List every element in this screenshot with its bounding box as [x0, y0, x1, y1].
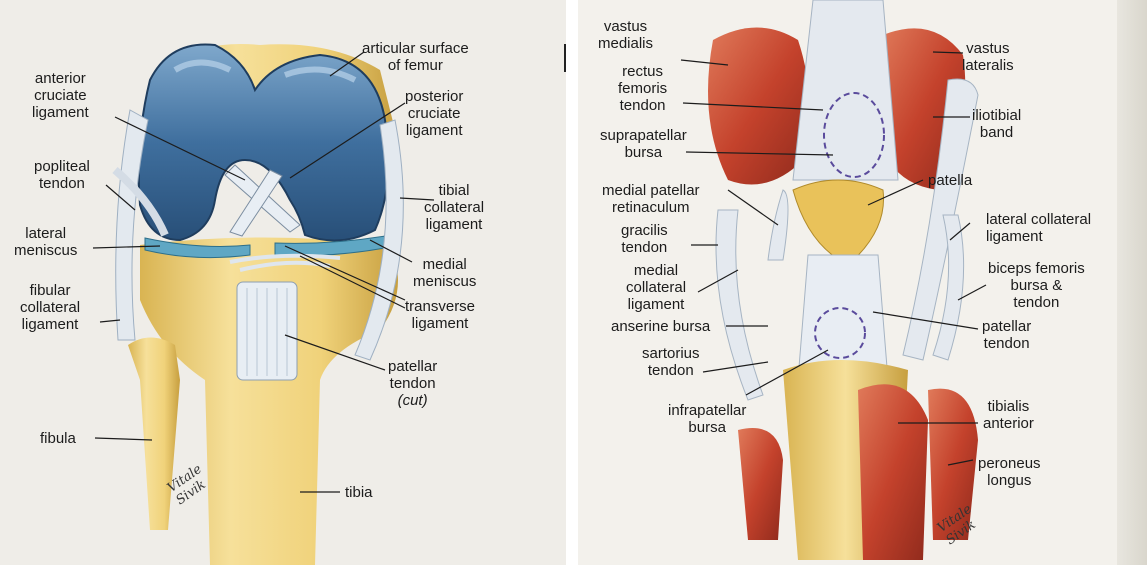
label-anserine-bursa: anserine bursa: [611, 318, 710, 335]
rectus-femoris-tendon: [793, 0, 898, 180]
fibula-bone: [128, 338, 180, 531]
panel-divider: [566, 0, 578, 565]
text-cursor: [564, 44, 566, 72]
label-tibia: tibia: [345, 484, 373, 501]
tibialis-anterior-muscle: [858, 384, 928, 560]
label-patella: patella: [928, 172, 972, 189]
vastus-medialis: [708, 28, 809, 185]
label-fibula: fibula: [40, 430, 76, 447]
medial-collateral-right: [716, 210, 763, 400]
patella: [793, 180, 884, 265]
page-edge-strip: [1117, 0, 1147, 565]
